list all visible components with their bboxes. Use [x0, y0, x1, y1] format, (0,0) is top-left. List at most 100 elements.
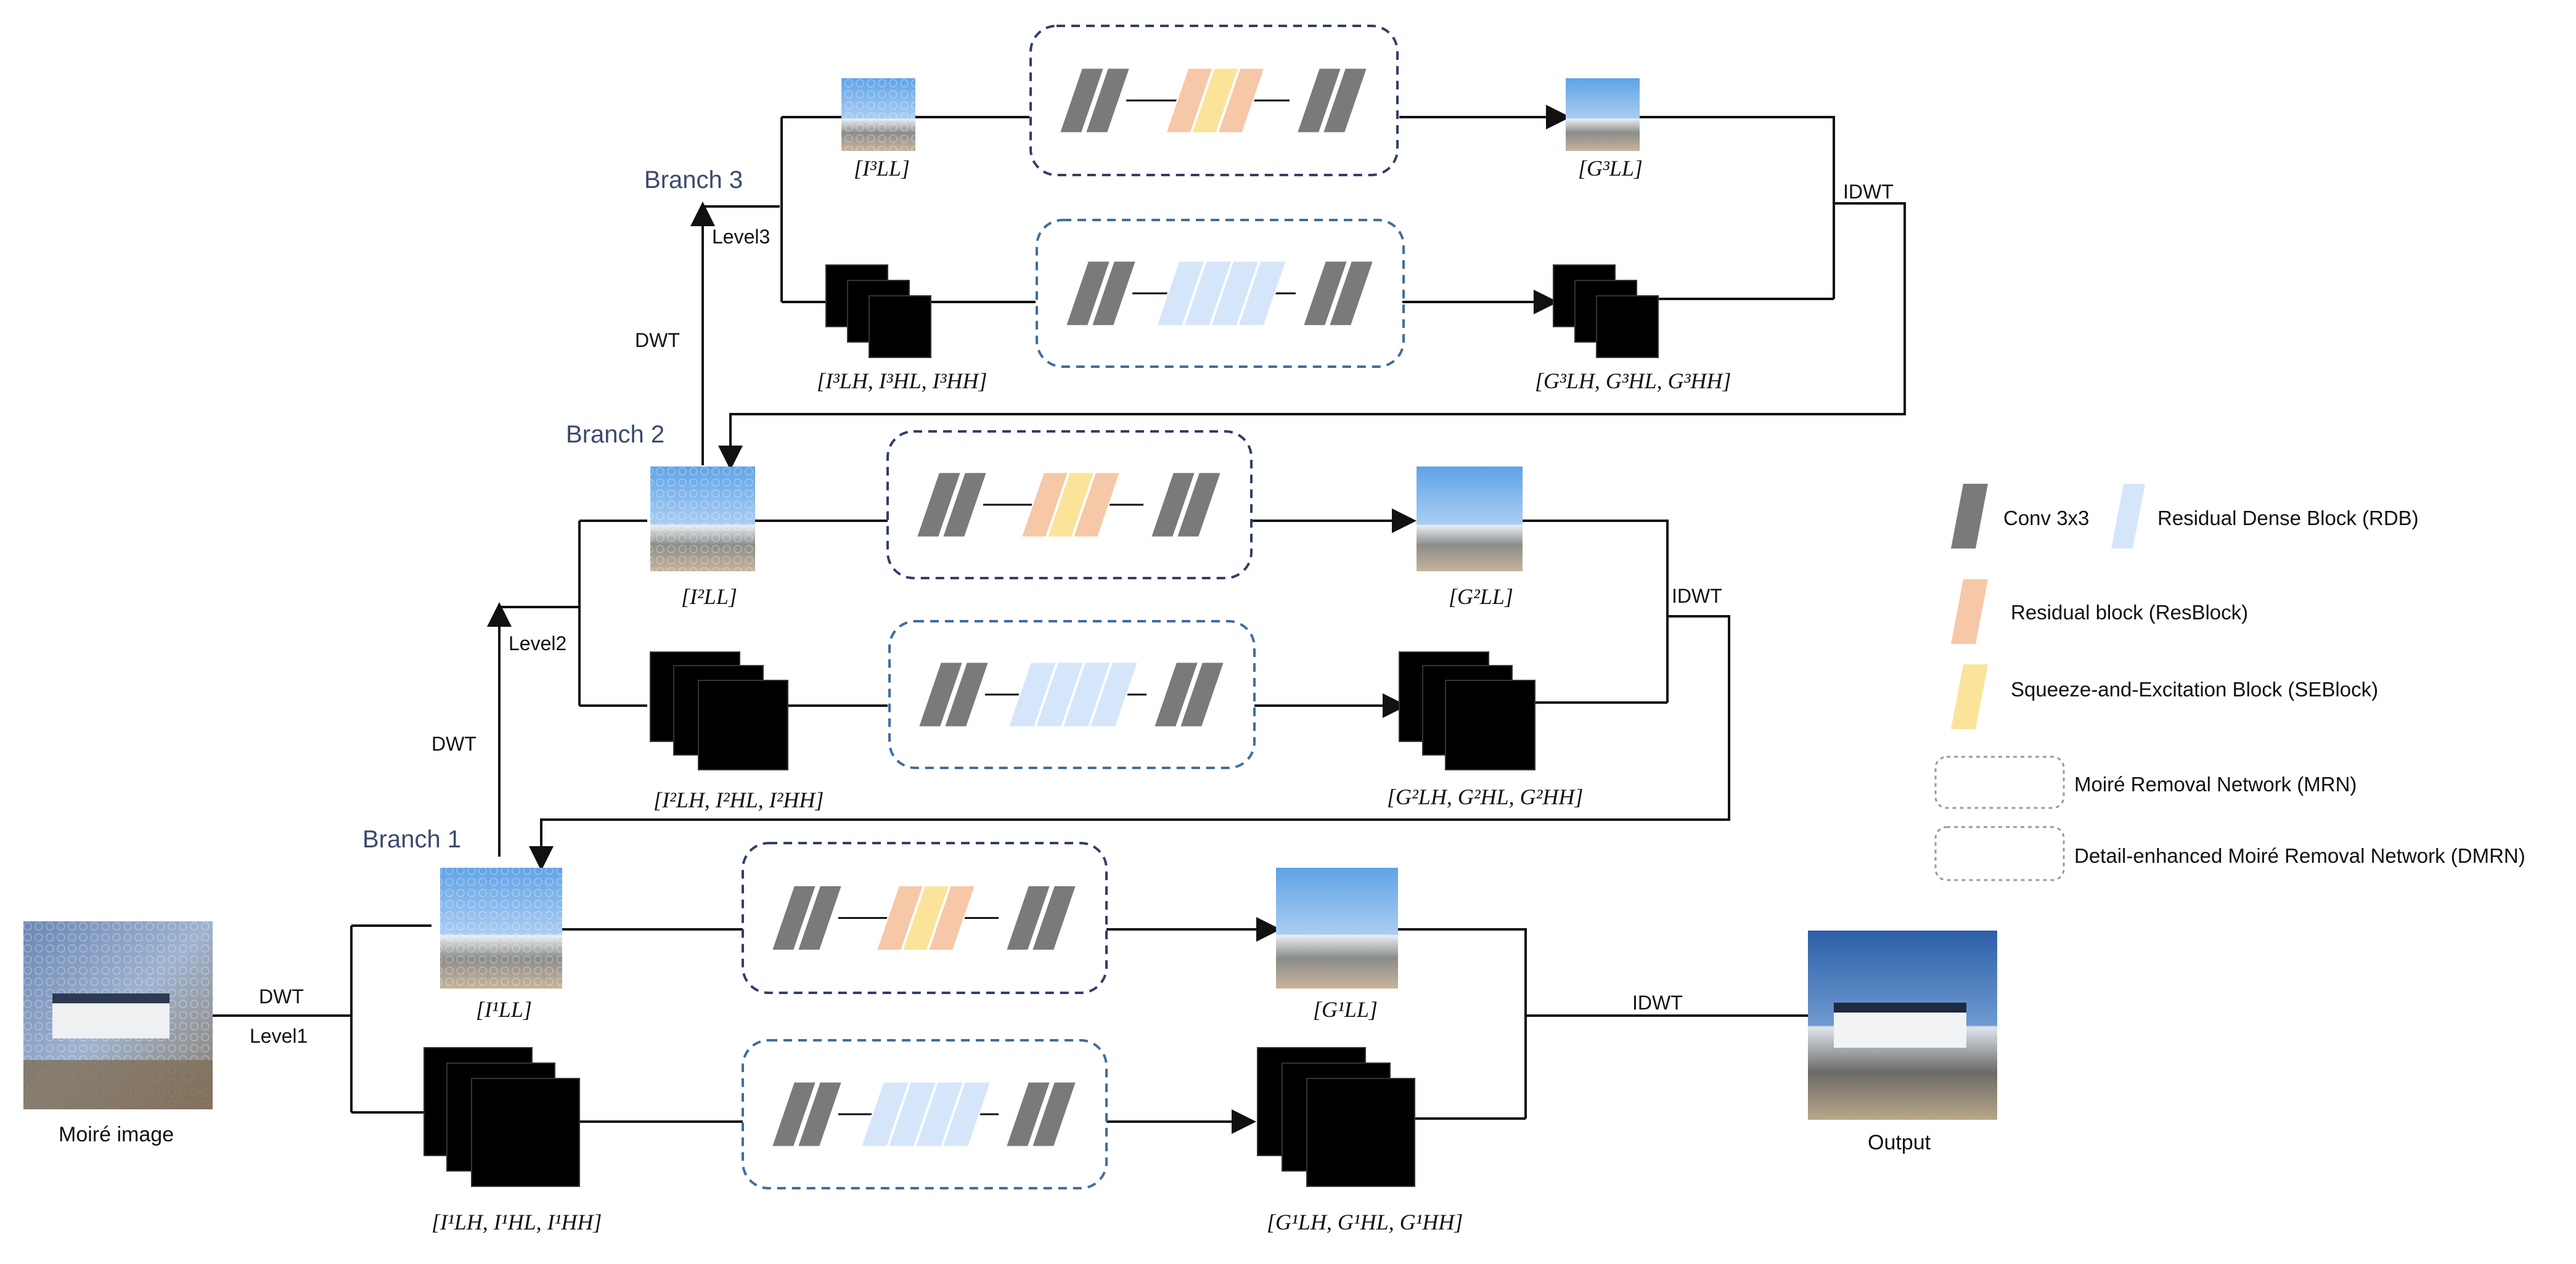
- ll-image-b3-output: [1566, 78, 1640, 151]
- rdb-block: [914, 1081, 965, 1148]
- level2-label: Level2: [509, 632, 566, 654]
- dmrn-branch1-border: [742, 1039, 1108, 1189]
- mrn-branch2-border: [886, 430, 1253, 579]
- dwt-label-level1: DWT: [259, 985, 304, 1008]
- hf-stacks: [423, 264, 1659, 1187]
- legend-conv-swatch: [1951, 484, 1988, 548]
- rdb-block: [1034, 661, 1085, 728]
- branch-3-label: Branch 3: [644, 166, 743, 194]
- rdb-block: [1089, 661, 1139, 728]
- rdb-block: [1007, 661, 1058, 728]
- conv-block: [1153, 661, 1200, 728]
- legend-conv-text: Conv 3x3: [2003, 507, 2089, 529]
- conv-block: [1084, 67, 1131, 134]
- conv-block: [1090, 260, 1137, 327]
- conv-block: [1322, 67, 1368, 134]
- conv-block: [941, 471, 988, 538]
- operation-labels: DWT Level1 DWT Level2 DWT Level3 IDWT ID…: [250, 181, 1894, 1047]
- idwt-label-branch2: IDWT: [1672, 585, 1722, 607]
- level1-label: Level1: [250, 1025, 308, 1047]
- rdb-block: [1210, 260, 1260, 327]
- dmrn-branch3-box: [1036, 219, 1405, 368]
- rdb-block: [1237, 260, 1287, 327]
- seblock-block: [1191, 67, 1240, 134]
- legend-resblock-swatch: [1951, 579, 1988, 644]
- ll-image-b2-output: [1417, 467, 1523, 571]
- conv-block: [796, 885, 843, 951]
- ll-images: [440, 78, 1640, 989]
- caption-b3-low-in: [I³LL]: [854, 156, 910, 181]
- hf-stack-b2-output: [1399, 651, 1535, 770]
- rdb-block: [1183, 260, 1233, 327]
- rdb-block: [860, 1081, 910, 1148]
- conv-block: [1328, 260, 1375, 327]
- branch-2-label: Branch 2: [566, 421, 664, 448]
- level3-label: Level3: [712, 226, 770, 248]
- rdb-block: [941, 1081, 992, 1148]
- caption-b1-low-in: [I¹LL]: [476, 997, 532, 1022]
- caption-b3-high-in: [I³LH, I³HL, I³HH]: [817, 369, 987, 393]
- resblock-block: [1020, 471, 1069, 538]
- mrn-branch1-border: [742, 842, 1108, 994]
- conv-block: [915, 471, 962, 538]
- ll-image-b2-input: [650, 467, 755, 571]
- idwt-label-branch3: IDWT: [1843, 181, 1894, 203]
- conv-block: [943, 661, 990, 728]
- hf-stack-b1-input: [423, 1047, 580, 1187]
- dwt-label-level2: DWT: [431, 733, 476, 755]
- image-captions: [I³LL] [I³LH, I³HL, I³HH] [G³LL] [G³LH, …: [431, 156, 1731, 1234]
- seblock-block: [1046, 471, 1095, 538]
- legend-seblock-text: Squeeze-and-Excitation Block (SEBlock): [2011, 678, 2378, 701]
- ll-image-b1-input: [440, 868, 562, 989]
- hf-stack-b3-output: [1553, 264, 1659, 358]
- conv-block: [1179, 661, 1225, 728]
- hf-stack-b2-input: [650, 651, 788, 770]
- resblock-block: [875, 885, 925, 951]
- conv-block: [1058, 67, 1105, 134]
- legend-dmrn-swatch: [1934, 826, 2065, 881]
- conv-block: [1005, 885, 1052, 951]
- dmrn-branch1-box: [742, 1039, 1108, 1189]
- dwt-label-level3: DWT: [635, 329, 680, 351]
- mrn-branch3-box: [1029, 25, 1399, 176]
- rdb-block: [1061, 661, 1112, 728]
- conv-block: [917, 661, 964, 728]
- moire-image-label: Moiré image: [59, 1123, 174, 1146]
- legend-mrn-text: Moiré Removal Network (MRN): [2074, 773, 2357, 796]
- resblock-block: [1072, 471, 1121, 538]
- dmrn-branch2-border: [888, 620, 1256, 769]
- legend-resblock-text: Residual block (ResBlock): [2011, 601, 2248, 624]
- resblock-block: [927, 885, 976, 951]
- caption-b2-high-out: [G²LH, G²HL, G²HH]: [1387, 785, 1583, 809]
- conv-block: [1296, 67, 1343, 134]
- moire-input-image: [23, 921, 213, 1109]
- conv-block: [1031, 1081, 1077, 1148]
- branch-labels: Branch 3 Branch 2 Branch 1: [362, 166, 743, 853]
- mrn-branch1-box: [742, 842, 1108, 994]
- resblock-block: [1165, 67, 1214, 134]
- dmrn-branch2-box: [888, 620, 1256, 769]
- legend-mrn-swatch: [1934, 756, 2065, 809]
- caption-b3-low-out: [G³LL]: [1578, 156, 1643, 181]
- caption-b1-high-out: [G¹LH, G¹HL, G¹HH]: [1267, 1210, 1463, 1234]
- conv-block: [771, 885, 817, 951]
- ll-image-b1-output: [1276, 868, 1398, 989]
- seblock-block: [901, 885, 951, 951]
- mrn-branch3-border: [1029, 25, 1399, 176]
- caption-b3-high-out: [G³LH, G³HL, G³HH]: [1535, 369, 1731, 393]
- mrn-branch2-box: [886, 430, 1253, 579]
- network-blocks: [742, 25, 1405, 1189]
- rdb-block: [1156, 260, 1206, 327]
- resblock-block: [1217, 67, 1266, 134]
- legend-seblock-swatch: [1951, 664, 1988, 729]
- conv-block: [771, 1081, 817, 1148]
- legend: Conv 3x3 Residual Dense Block (RDB) Resi…: [1934, 484, 2525, 881]
- idwt-label-final: IDWT: [1632, 992, 1683, 1014]
- rdb-block: [887, 1081, 938, 1148]
- output-image: [1808, 931, 1997, 1120]
- conv-block: [1005, 1081, 1052, 1148]
- branch-1-label: Branch 1: [362, 826, 461, 853]
- conv-block: [796, 1081, 843, 1148]
- caption-b1-low-out: [G¹LL]: [1313, 997, 1378, 1022]
